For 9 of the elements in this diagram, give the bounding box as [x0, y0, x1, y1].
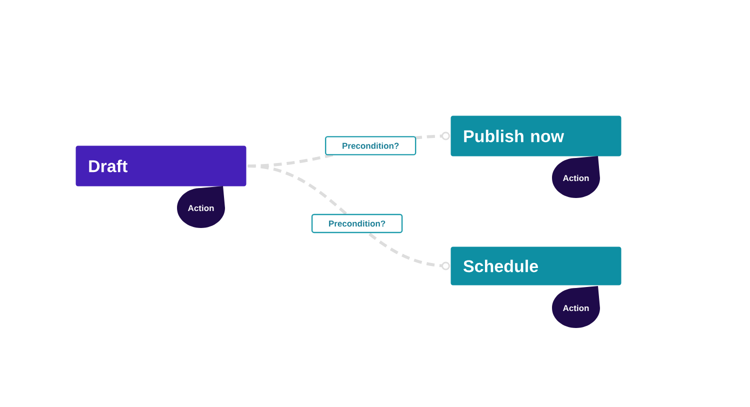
edge-label: Precondition? — [342, 142, 399, 149]
connector — [248, 164, 450, 270]
state-box: Publish now — [449, 114, 623, 158]
edge-label: Precondition? — [329, 220, 386, 227]
state-box: Schedule — [449, 245, 623, 287]
action-tag: Action — [177, 186, 225, 228]
action-tag: Action — [552, 156, 600, 198]
state-box: Draft — [74, 144, 248, 188]
action-tag: Action — [552, 286, 600, 328]
